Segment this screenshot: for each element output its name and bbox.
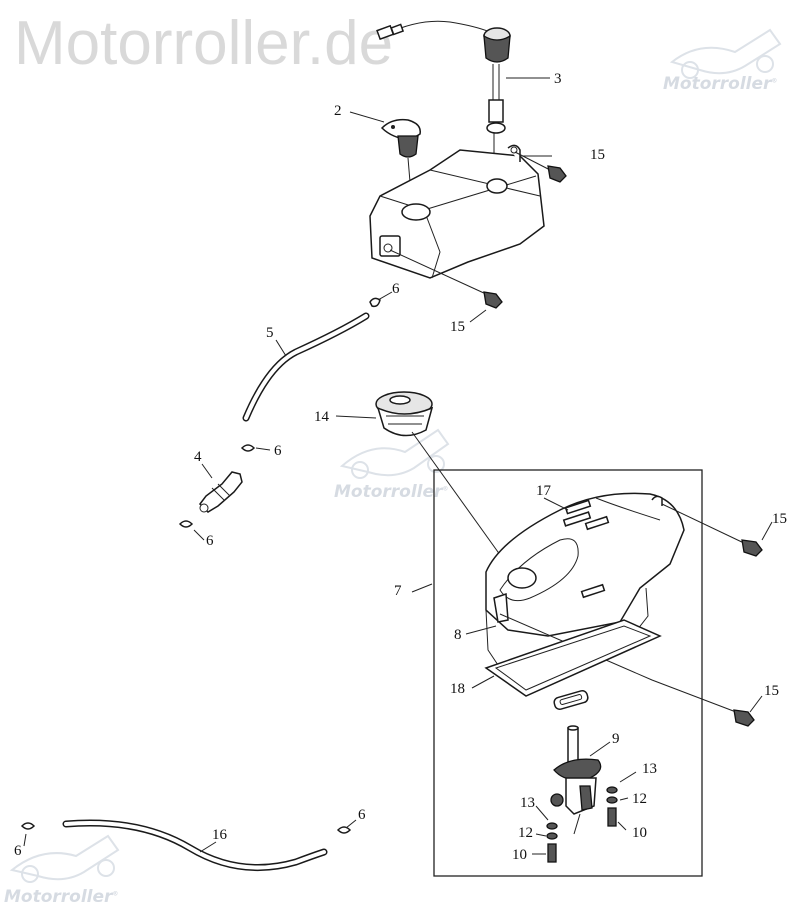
callout-12-right: 12 xyxy=(632,791,647,807)
watermark-scooter-bottom-left xyxy=(9,834,120,883)
washer-part-13-a xyxy=(606,786,618,794)
callout-13-left: 13 xyxy=(520,795,535,811)
bolt-part-15-c xyxy=(661,503,763,557)
washer-part-12-a xyxy=(606,796,618,804)
bolt-part-15-b xyxy=(389,249,503,309)
callout-15-lower: 15 xyxy=(764,683,779,699)
tank-cap-part-14 xyxy=(375,391,509,567)
fuel-cock-part-9 xyxy=(550,725,602,835)
washer-part-12-b xyxy=(546,832,558,840)
watermark-title: Motorroller.de xyxy=(14,9,394,78)
callout-3: 3 xyxy=(554,71,562,87)
callout-15-top: 15 xyxy=(590,147,605,163)
fuel-tank-lower xyxy=(485,492,685,673)
watermark-logo-top-right: Motorroller® xyxy=(663,74,778,94)
callout-5: 5 xyxy=(266,325,274,341)
callout-9: 9 xyxy=(612,731,620,747)
callout-6-hose-left: 6 xyxy=(14,843,22,859)
oil-level-sensor-part-3 xyxy=(376,20,511,182)
screw-part-10-a xyxy=(607,807,617,827)
watermark-logo-center: Motorroller® xyxy=(334,482,449,502)
callout-8: 8 xyxy=(454,627,462,643)
filler-plug-part-2 xyxy=(380,118,421,207)
hose-part-5 xyxy=(242,312,370,422)
callout-6-hose-right: 6 xyxy=(358,807,366,823)
callout-14: 14 xyxy=(314,409,329,425)
hose-clip-part-6-c xyxy=(178,520,194,528)
hose-part-16 xyxy=(62,819,328,872)
oil-tank-upper xyxy=(369,144,545,279)
watermark-scooter-top-right xyxy=(669,28,782,79)
hose-clip-part-6-b xyxy=(240,444,256,452)
callout-17: 17 xyxy=(536,483,551,499)
watermark-scooter-center xyxy=(339,428,450,479)
hose-clip-part-6-d xyxy=(20,822,36,830)
washer-part-13-b xyxy=(546,822,558,830)
assembly-frame-part-7 xyxy=(433,469,703,877)
callout-4: 4 xyxy=(194,449,202,465)
screw-part-10-b xyxy=(547,843,557,863)
callout-6-left: 6 xyxy=(206,533,214,549)
oil-filter-part-4 xyxy=(199,471,243,513)
callout-18: 18 xyxy=(450,681,465,697)
callout-13-right: 13 xyxy=(642,761,657,777)
callout-6-filter: 6 xyxy=(274,443,282,459)
bolt-part-15-d xyxy=(499,613,755,727)
gasket-plate-part-18 xyxy=(484,619,662,711)
hose-clip-part-6-e xyxy=(336,826,352,834)
watermark-logo-bottom-left: Motorroller® xyxy=(4,887,119,907)
callout-10-left: 10 xyxy=(512,847,527,863)
callout-7: 7 xyxy=(394,583,402,599)
leader-lines xyxy=(23,77,773,855)
callout-12-left: 12 xyxy=(518,825,533,841)
callout-6-top: 6 xyxy=(392,281,400,297)
bolt-part-15-a xyxy=(514,151,567,183)
callout-2: 2 xyxy=(334,103,342,119)
callout-10-right: 10 xyxy=(632,825,647,841)
callout-15-upper-tank: 15 xyxy=(450,319,465,335)
callout-16: 16 xyxy=(212,827,227,843)
hose-clip-part-6-a xyxy=(369,297,381,308)
callout-15-right: 15 xyxy=(772,511,787,527)
